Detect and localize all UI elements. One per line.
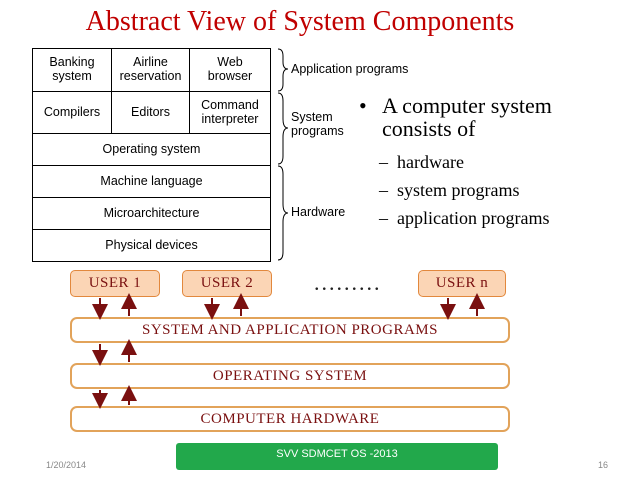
components-grid: Banking system Airline reservation Web b… — [32, 48, 271, 262]
cell-command-interpreter: Command interpreter — [190, 92, 270, 134]
footer-banner: SVV SDMCET OS -2013 — [176, 443, 498, 470]
cell-editors: Editors — [112, 92, 190, 134]
bullet-list: • A computer system consists of –hardwar… — [357, 94, 627, 232]
cell-physical-devices: Physical devices — [105, 237, 198, 252]
bullet-main-text: A computer system consists of — [382, 93, 552, 141]
layer-operating-system: OPERATING SYSTEM — [70, 363, 510, 389]
sub-bullet-hardware: –hardware — [357, 148, 627, 176]
label-application-programs: Application programs — [291, 62, 409, 76]
bullet-main: • A computer system consists of — [357, 94, 627, 140]
cell-compilers: Compilers — [33, 92, 112, 134]
cell-web-browser: Web browser — [190, 49, 270, 92]
cell-banking-system: Banking system — [33, 49, 112, 92]
brace-application — [277, 48, 289, 92]
cell-machine-language: Machine language — [33, 166, 270, 198]
cell-microarchitecture: Microarchitecture — [33, 198, 270, 230]
page-number: 16 — [598, 460, 609, 470]
brace-hardware — [277, 165, 289, 261]
brace-system — [277, 92, 289, 165]
layer-system-application-programs: SYSTEM AND APPLICATION PROGRAMS — [70, 317, 510, 343]
label-hardware: Hardware — [291, 205, 346, 219]
cell-operating-system: Operating system — [33, 134, 270, 166]
grid-braces — [277, 48, 289, 261]
user-box-n: USER n — [418, 270, 506, 297]
sub-bullet-system-programs: –system programs — [357, 176, 627, 204]
cell-airline-reservation: Airline reservation — [112, 49, 190, 92]
user-box-2: USER 2 — [182, 270, 272, 297]
slide-title: Abstract View of System Components — [85, 6, 515, 37]
dash-icon: – — [379, 208, 388, 228]
label-system-programs: System programs — [291, 110, 344, 139]
dash-icon: – — [379, 152, 388, 172]
sub-bullet-application-programs: –application programs — [357, 204, 627, 232]
dash-icon: – — [379, 180, 388, 200]
bullet-dot-icon: • — [359, 93, 367, 118]
user-box-1: USER 1 — [70, 270, 160, 297]
users-ellipsis: ......... — [314, 270, 382, 295]
footer-date: 1/20/2014 — [46, 460, 87, 470]
layer-computer-hardware: COMPUTER HARDWARE — [70, 406, 510, 432]
